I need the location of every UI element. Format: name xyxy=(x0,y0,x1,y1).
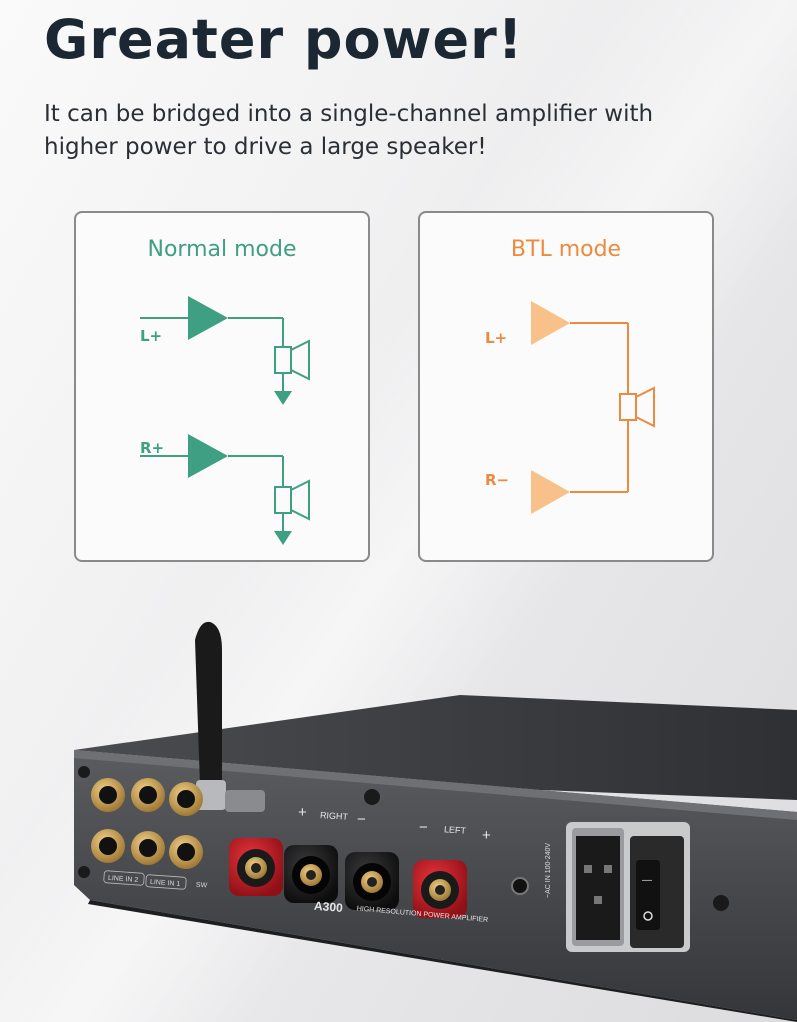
label-sw: SW xyxy=(196,882,208,890)
amplifier-triangle-icon xyxy=(188,434,228,478)
svg-text:—: — xyxy=(642,875,652,886)
btl-mode-diagram: L+ R− xyxy=(485,301,655,514)
normal-mode-title: Normal mode xyxy=(147,237,297,262)
description: It can be bridged into a single-channel … xyxy=(44,101,654,160)
channel-label-top: L+ xyxy=(485,329,507,347)
right-minus: − xyxy=(357,811,366,828)
btl-mode-card: BTL mode L+ R− xyxy=(418,211,714,562)
normal-mode-diagram: L+ R+ xyxy=(140,296,310,545)
left-minus: − xyxy=(419,819,428,836)
power-inlet: — xyxy=(566,822,690,952)
left-plus: + xyxy=(482,827,491,844)
speaker-terminals xyxy=(229,838,467,918)
ground-arrow-icon xyxy=(274,531,292,545)
label-ac-in: ~AC IN 100-240V xyxy=(545,843,552,898)
btl-mode-title: BTL mode xyxy=(510,237,622,262)
antenna-icon xyxy=(195,621,265,812)
right-plus: + xyxy=(298,804,307,821)
rca-inputs xyxy=(91,778,203,869)
amplifier-illustration: LINE IN 2 LINE IN 1 SW + RIGHT − − LEFT … xyxy=(74,621,797,1022)
normal-mode-card: Normal mode L+ R+ xyxy=(74,211,370,562)
label-line-in-2: LINE IN 2 xyxy=(108,875,139,884)
ground-arrow-icon xyxy=(274,391,292,405)
label-line-in-1: LINE IN 1 xyxy=(150,879,181,888)
channel-label-bottom: R− xyxy=(485,471,509,489)
channel-label-top: L+ xyxy=(140,327,162,345)
chassis-top xyxy=(74,695,797,800)
brand-logo: A300 xyxy=(314,899,344,915)
amplifier-triangle-icon xyxy=(531,301,570,345)
channel-label-bottom: R+ xyxy=(140,439,164,457)
amplifier-triangle-icon xyxy=(531,470,570,514)
label-right: RIGHT xyxy=(320,810,349,822)
label-left: LEFT xyxy=(444,824,467,836)
headline: Greater power! xyxy=(44,8,524,71)
amplifier-triangle-icon xyxy=(188,296,228,340)
